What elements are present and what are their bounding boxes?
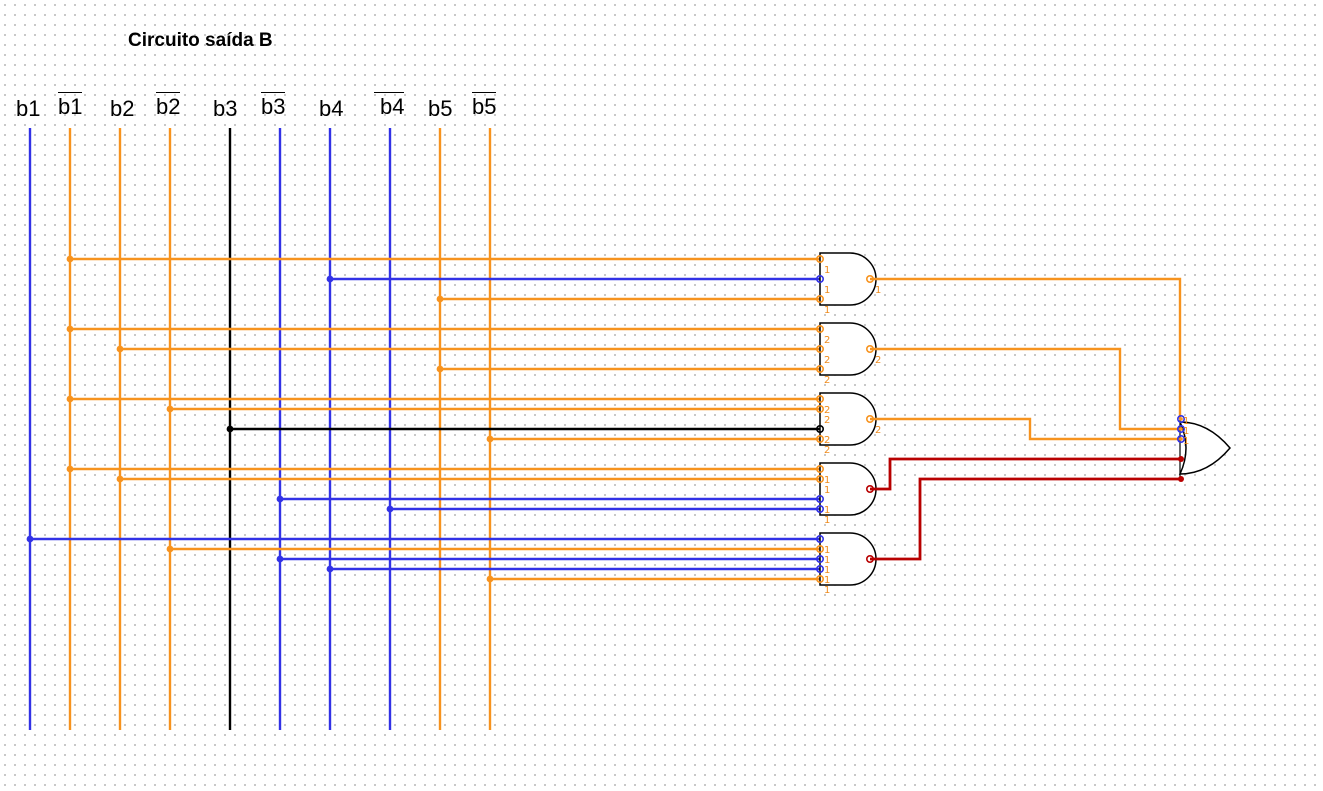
pin-dot	[1177, 424, 1186, 433]
pin-number-label: 1	[875, 285, 881, 296]
junction-dot	[66, 255, 74, 263]
pin-dot	[815, 474, 824, 483]
junction-dot	[276, 555, 284, 563]
pin-number-label: 2	[875, 425, 881, 436]
input-label-not-b3: b3	[261, 92, 286, 119]
pin-dot	[815, 574, 824, 583]
junction-dot	[326, 565, 334, 573]
pin-number-label: 1	[824, 305, 830, 316]
junction-dot	[116, 345, 124, 353]
pin-number-label: 1	[824, 505, 830, 516]
output-wire-1	[870, 277, 1182, 419]
pin-number-label: 1	[824, 575, 830, 586]
pin-dot	[1178, 476, 1184, 482]
pin-number-label: 1	[824, 475, 830, 486]
and-gate	[819, 392, 877, 446]
pin-dot	[815, 324, 824, 333]
pin-dot	[815, 294, 824, 303]
input-label-b3: b3	[213, 96, 238, 121]
output-wire-4	[870, 457, 1180, 491]
junction-dot	[166, 545, 174, 553]
pin-number-label: 2	[875, 355, 881, 366]
pin-dot	[815, 434, 824, 443]
pin-number-label: 2	[824, 435, 830, 446]
pin-number-label: 1	[824, 285, 830, 296]
junction-dot	[26, 535, 34, 543]
junction-dot	[116, 475, 124, 483]
pin-dot	[815, 424, 824, 433]
pin-dot	[815, 534, 824, 543]
junction-dot	[226, 425, 234, 433]
junction-dot	[436, 295, 444, 303]
junction-dot	[486, 575, 494, 583]
input-label-not-b1: b1	[58, 92, 83, 119]
input-label-b4: b4	[319, 96, 344, 121]
pin-number-label: 1	[824, 545, 830, 556]
junction-dot	[66, 465, 74, 473]
input-label-b5: b5	[428, 96, 453, 121]
pin-dot	[815, 394, 824, 403]
pin-number-label: 2	[824, 415, 830, 426]
pin-number-label: 1	[824, 265, 830, 276]
pin-dot	[1177, 414, 1186, 423]
pin-dot	[815, 464, 824, 473]
and-gate	[819, 462, 877, 516]
input-label-b1: b1	[16, 96, 41, 121]
pin-number-label: 1	[824, 555, 830, 566]
input-label-not-b2: b2	[156, 92, 181, 119]
pin-dot	[815, 344, 824, 353]
and-gate	[819, 322, 877, 376]
pin-dot	[815, 544, 824, 553]
junction-dot	[436, 365, 444, 373]
pin-dot	[815, 274, 824, 283]
junction-dot	[486, 435, 494, 443]
junction-dot	[66, 325, 74, 333]
and-gate	[819, 252, 877, 306]
circuit-title: Circuito saída B	[128, 30, 273, 51]
pin-number-label: 1	[824, 515, 830, 526]
pin-dot	[1179, 417, 1183, 421]
pin-dot	[815, 404, 824, 413]
pin-dot	[1177, 434, 1186, 443]
input-label-b2: b2	[110, 96, 135, 121]
junction-dot	[166, 405, 174, 413]
output-wire-2	[870, 347, 1180, 431]
output-wire-5	[870, 477, 1180, 561]
pin-number-label: 2	[824, 445, 830, 456]
and-gate	[819, 532, 877, 586]
pin-dot	[1179, 427, 1183, 431]
pin-number-label: 1	[1183, 426, 1189, 437]
pin-number-label: 2	[824, 405, 830, 416]
pin-dot	[815, 255, 824, 264]
junction-dot	[386, 505, 394, 513]
pin-number-label: 1	[824, 485, 830, 496]
or-gate	[1178, 421, 1231, 475]
input-label-not-b5: b5	[472, 92, 497, 119]
pin-dot	[1178, 456, 1184, 462]
pin-dot	[815, 564, 824, 573]
input-label-not-b4: b4	[374, 92, 405, 120]
pin-number-label: 2	[824, 335, 830, 346]
pin-number-label: 1	[824, 565, 830, 576]
pin-number-label: 2	[824, 355, 830, 366]
pin-dot	[815, 554, 824, 563]
pin-dot	[1179, 437, 1183, 441]
junction-dot	[66, 395, 74, 403]
pin-dot	[815, 494, 824, 503]
pin-dot	[815, 364, 824, 373]
pin-number-label: 1	[1183, 416, 1189, 427]
junction-dot	[326, 275, 334, 283]
pin-dot	[815, 504, 824, 513]
pin-number-label: 2	[824, 375, 830, 386]
pin-number-label: 1	[824, 585, 830, 596]
junction-dot	[276, 495, 284, 503]
output-wire-3	[870, 417, 1180, 441]
pin-number-label: 1	[1183, 436, 1189, 447]
